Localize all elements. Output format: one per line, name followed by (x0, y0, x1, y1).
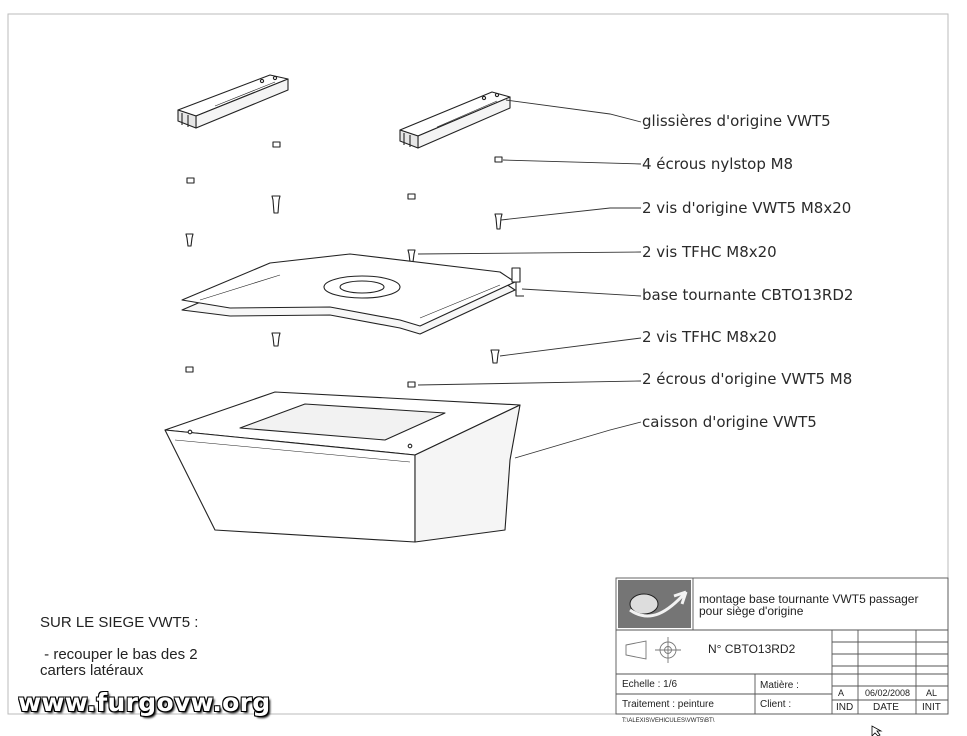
rail-left (177, 74, 289, 129)
rotating-base (181, 253, 524, 335)
sheet-border (7, 13, 949, 715)
drawing-title-line-1: montage base tournante VWT5 passager (699, 592, 919, 606)
drawing-reference: N° CBTO13RD2 (708, 642, 796, 656)
callout-rotating-base: base tournante CBTO13RD2 (642, 286, 854, 304)
material-label: Matière : (760, 680, 799, 691)
watermark: www.furgovw.org (18, 688, 271, 717)
caisson (164, 391, 521, 543)
treatment-label: Traitement : peinture (622, 699, 714, 710)
callout-tfhc-screws-lower: 2 vis TFHC M8x20 (642, 328, 777, 346)
client-label: Client : (760, 699, 792, 710)
company-logo (618, 580, 691, 628)
notes-line-2: carters latéraux (40, 662, 144, 679)
callout-caisson: caisson d'origine VWT5 (642, 413, 817, 431)
drawing-title-line-2: pour siège d'origine (699, 604, 804, 618)
callout-tfhc-screws-upper: 2 vis TFHC M8x20 (642, 243, 777, 261)
callout-nylstop-nuts: 4 écrous nylstop M8 (642, 155, 794, 173)
mouse-cursor-icon (871, 725, 883, 736)
callout-original-nuts: 2 écrous d'origine VWT5 M8 (642, 370, 853, 388)
rail-right (399, 91, 511, 149)
revision-index: A (838, 688, 845, 698)
callout-original-screws: 2 vis d'origine VWT5 M8x20 (642, 199, 852, 217)
revision-initials: AL (926, 688, 938, 698)
file-path: T:\ALEXIS\VEHICULES\VWT5\BT\ (622, 718, 715, 724)
scale-label: Echelle : 1/6 (622, 679, 678, 690)
leader-lines (417, 99, 642, 459)
notes-heading: SUR LE SIEGE VWT5 : (40, 614, 199, 631)
revision-date: 06/02/2008 (865, 688, 911, 698)
column-init: INIT (922, 702, 941, 713)
column-date: DATE (873, 702, 899, 713)
callout-slide-rails: glissières d'origine VWT5 (642, 112, 831, 130)
fasteners (185, 141, 503, 388)
projection-symbol (625, 637, 681, 663)
title-block-frame (615, 577, 949, 715)
column-ind: IND (836, 702, 854, 713)
exploded-view (164, 74, 524, 543)
notes-line-1: - recouper le bas des 2 (40, 646, 198, 663)
